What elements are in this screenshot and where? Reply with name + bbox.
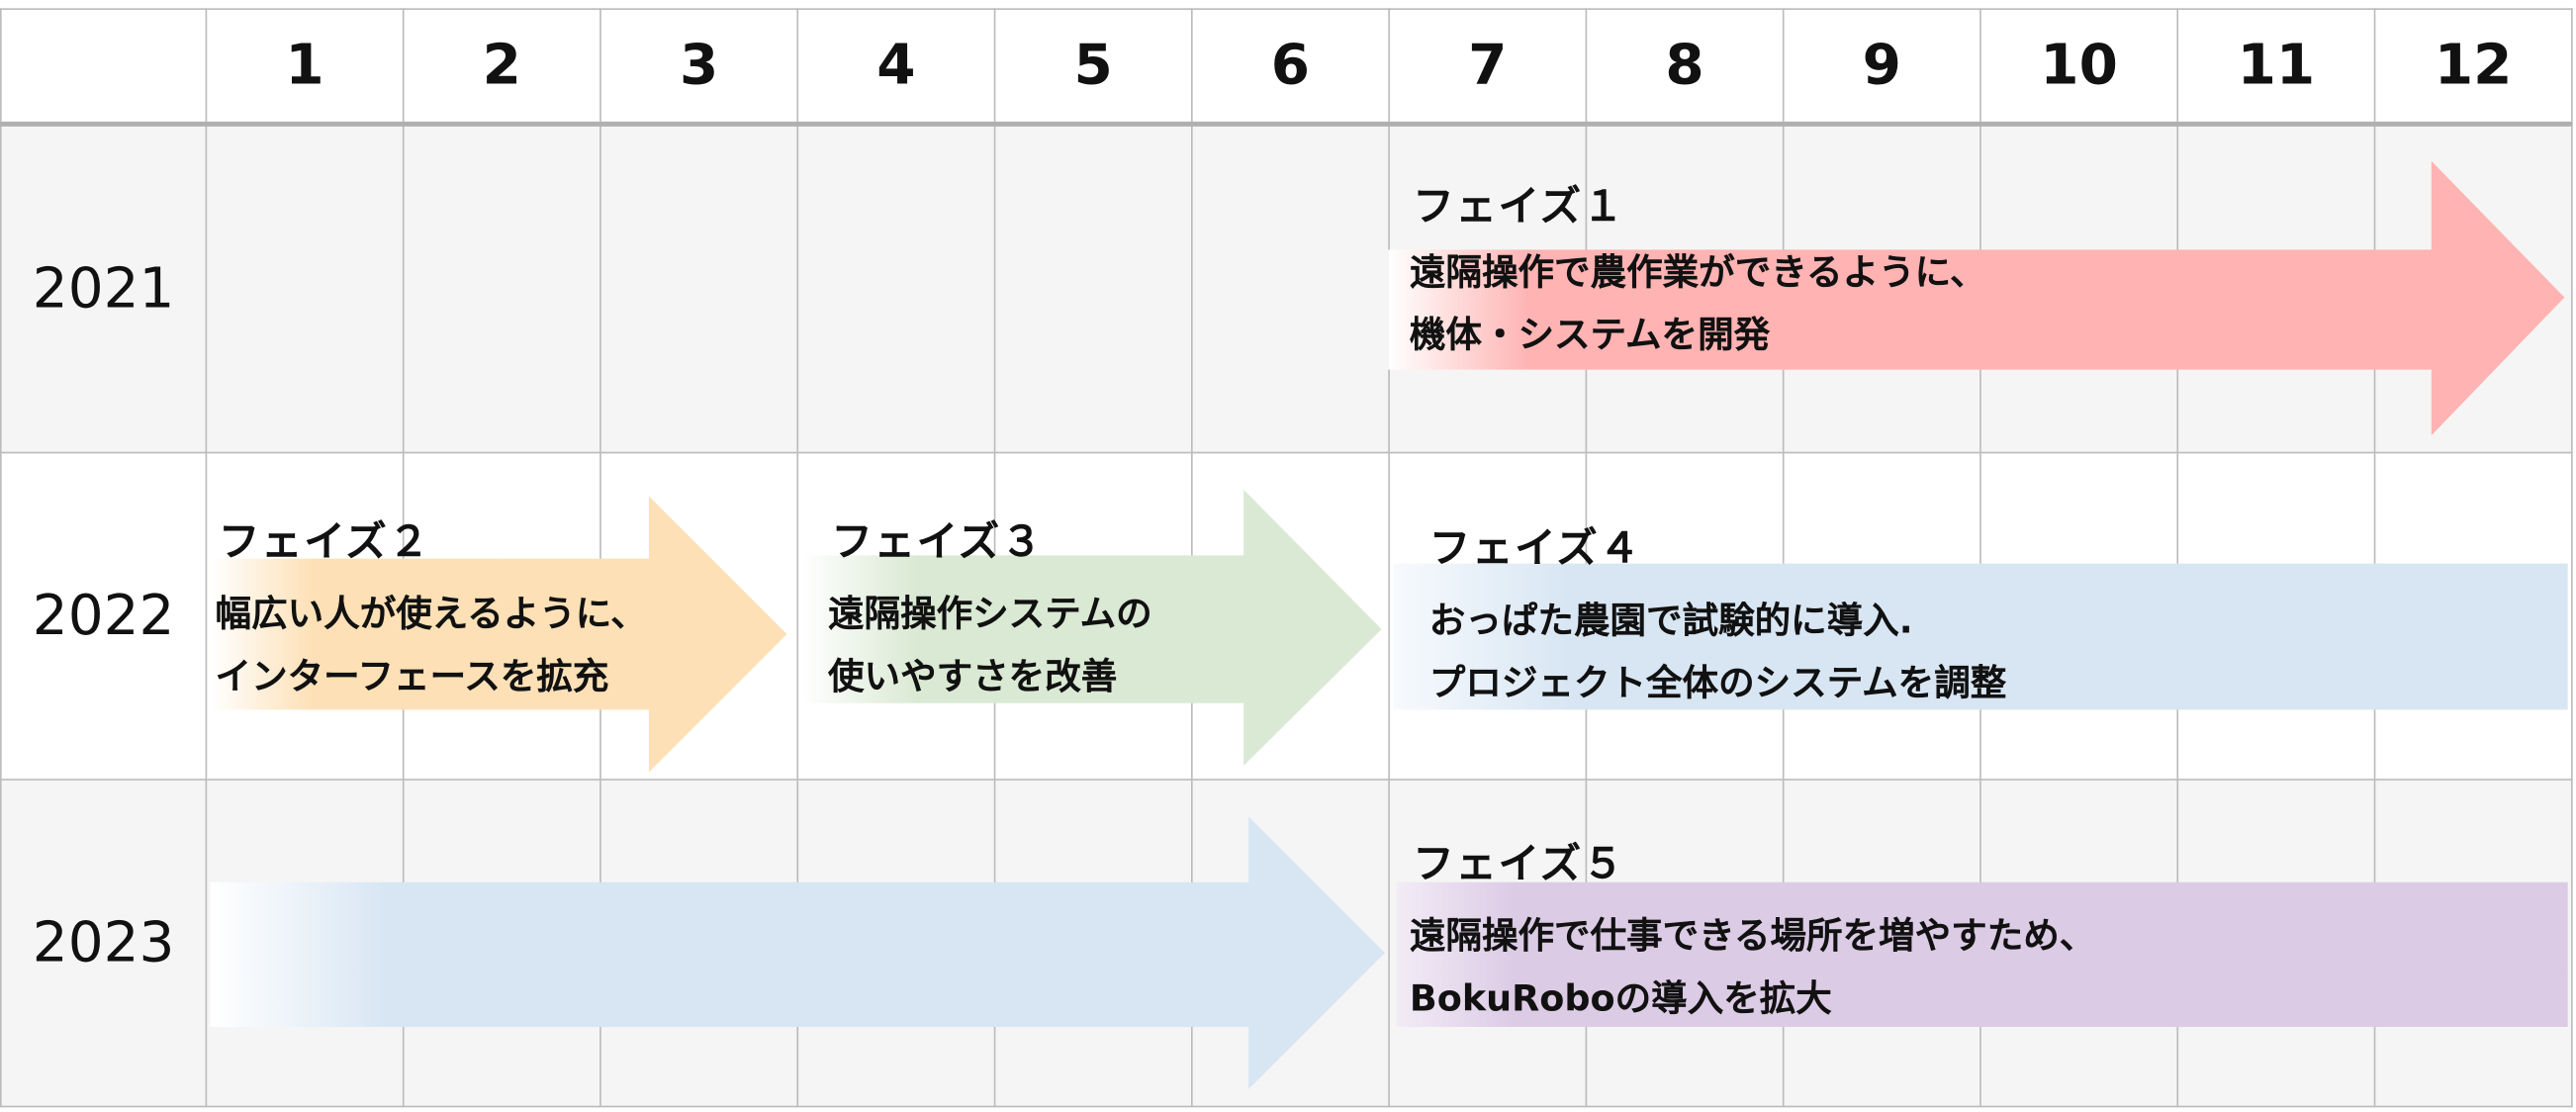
phase1-label: フェイズ１ (1413, 182, 1625, 231)
month-header: 5 (993, 8, 1193, 126)
month-header: 2 (402, 8, 601, 126)
month-header: 8 (1585, 8, 1785, 126)
phase2-description: 幅広い人が使えるように、 インターフェースを拡充 (216, 585, 647, 709)
month-header: 3 (599, 8, 799, 126)
phase5-label: フェイズ５ (1413, 839, 1625, 887)
phase5-line1: 遠隔操作で仕事できる場所を増やすため、 (1409, 916, 2096, 959)
phase3-description: 遠隔操作システムの 使いやすさを改善 (828, 585, 1152, 709)
phase2-line2: インターフェースを拡充 (215, 657, 609, 698)
phase2-line1: 幅広い人が使えるように、 (215, 595, 647, 636)
month-header-row: 1 2 3 4 5 6 7 8 9 10 11 12 (0, 8, 2573, 126)
phase2-label: フェイズ２ (218, 517, 431, 566)
phase4-line2: プロジェクト全体のシステムを調整 (1428, 663, 2007, 705)
phase1-arrow (1388, 160, 2565, 436)
phase5-line2: BokuRoboの導入を拡大 (1409, 978, 1832, 1021)
month-header: 4 (796, 8, 996, 126)
continuation-arrow-2023 (210, 816, 1385, 1090)
phase4-description: おっぱた農園で試験的に導入. プロジェクト全体のシステムを調整 (1429, 592, 2006, 716)
phase1-line1: 遠隔操作で農作業ができるように、 (1409, 252, 1986, 295)
phase1-description: 遠隔操作で農作業ができるように、 機体・システムを開発 (1410, 243, 1986, 368)
phase1-line2: 機体・システムを開発 (1409, 315, 1771, 357)
phase4-label: フェイズ４ (1428, 523, 1642, 572)
phase3-line1: 遠隔操作システムの (827, 595, 1152, 636)
phase2-arrow (210, 496, 787, 773)
month-header: 7 (1388, 8, 1588, 126)
month-header: 12 (2373, 8, 2573, 126)
phase4-line1: おっぱた農園で試験的に導入. (1428, 601, 1913, 643)
phase3-label: フェイズ３ (831, 517, 1044, 566)
phase3-arrow (801, 489, 1382, 766)
month-header: 6 (1191, 8, 1390, 126)
corner-cell (0, 8, 208, 126)
phase5-description: 遠隔操作で仕事できる場所を増やすため、 BokuRoboの導入を拡大 (1410, 907, 2095, 1032)
year-label: 2023 (0, 779, 208, 1108)
month-header: 11 (2176, 8, 2376, 126)
phase3-line2: 使いやすさを改善 (827, 657, 1118, 698)
phase4-bar (1393, 563, 2568, 710)
phase5-bar (1396, 881, 2568, 1027)
month-header: 10 (1979, 8, 2179, 126)
year-label: 2021 (0, 123, 208, 454)
month-header: 9 (1782, 8, 1981, 126)
year-label: 2022 (0, 451, 208, 781)
